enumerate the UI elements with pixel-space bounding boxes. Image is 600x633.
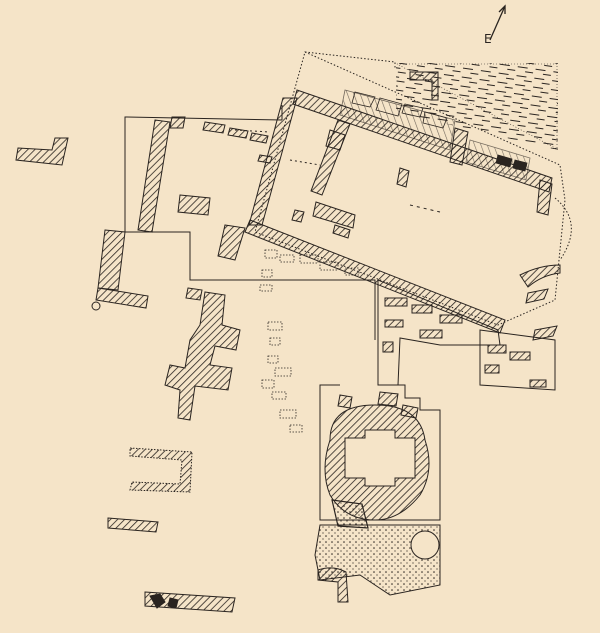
robbed-wall-blocks <box>259 249 360 433</box>
basilica-outline <box>254 51 566 326</box>
isolated-room <box>129 447 193 493</box>
north-arrow: E <box>484 4 506 46</box>
sand-zone <box>314 499 441 603</box>
southwest-fragments <box>107 517 236 613</box>
west-corner-fragment <box>15 137 69 166</box>
annex-walls <box>95 116 273 309</box>
apse-curve <box>554 197 572 261</box>
south-rooms <box>377 279 558 391</box>
north-arrow-label: E <box>484 32 492 46</box>
mosaic-area <box>339 89 531 181</box>
baptistery <box>319 384 441 521</box>
cross-structure <box>164 287 241 421</box>
rubble-field <box>396 63 558 150</box>
well-marker <box>91 301 101 311</box>
